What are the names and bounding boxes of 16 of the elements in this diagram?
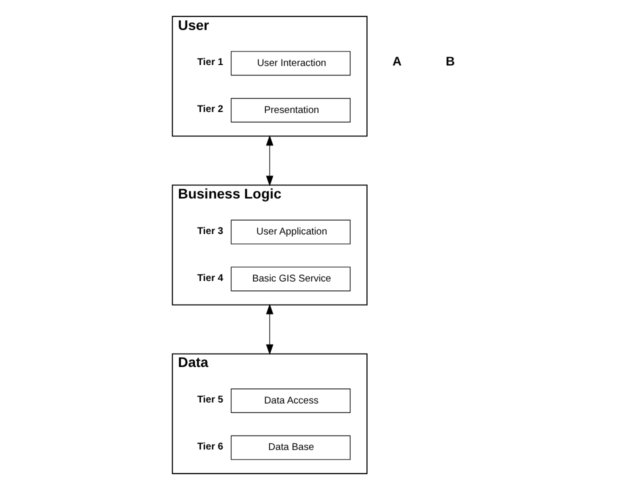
node-label: Tier 4 — [196, 272, 223, 284]
node-box: Data Base — [230, 435, 350, 460]
node-box: Presentation — [230, 98, 350, 122]
arrow — [266, 304, 273, 355]
node-label: Tier 5 — [196, 394, 223, 406]
node-label: Tier 2 — [196, 104, 223, 116]
node-box: Basic GIS Service — [230, 266, 350, 292]
node-label: Tier 3 — [196, 226, 223, 237]
label: A — [392, 54, 402, 69]
node-label: Tier 6 — [196, 442, 223, 453]
node-label: Tier 1 — [196, 57, 223, 68]
node-box: Data Access — [230, 388, 350, 413]
arrow — [266, 135, 273, 186]
node-box: User Application — [230, 220, 350, 244]
label: B — [445, 54, 454, 69]
node-box: User Interaction — [230, 51, 350, 76]
